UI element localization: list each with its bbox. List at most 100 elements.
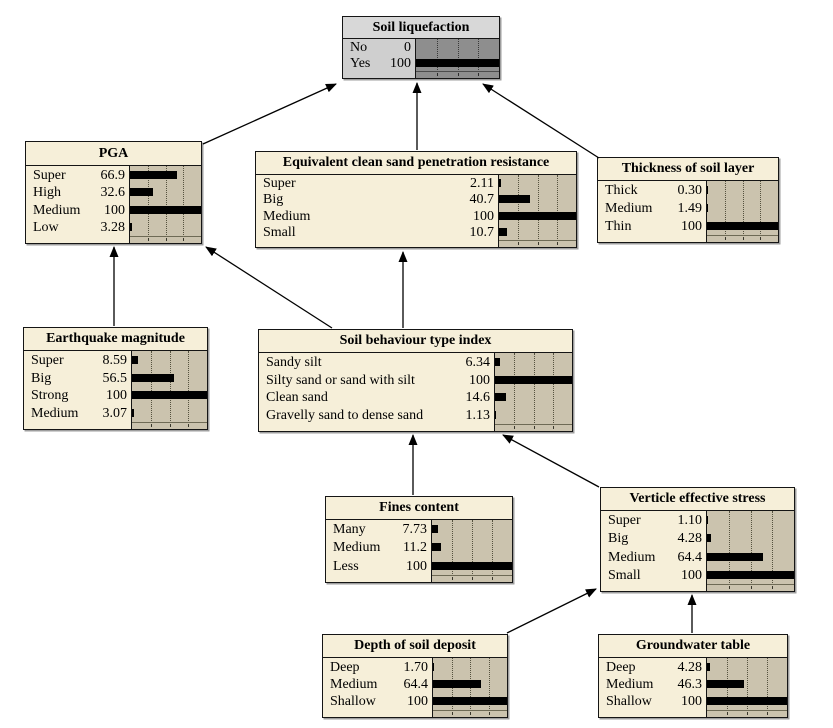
belief-bar — [416, 59, 499, 67]
belief-bar — [495, 393, 507, 402]
state-value: 7.73 — [402, 522, 428, 538]
state-value: 1.49 — [677, 201, 703, 216]
state-label: Medium — [333, 540, 381, 556]
scale-tick — [150, 424, 152, 427]
scale-tick — [147, 238, 149, 241]
node-equivalent-clean-sand-penetration-resistance[interactable]: Equivalent clean sand penetration resist… — [255, 151, 577, 248]
belief-bar — [433, 697, 507, 706]
state-value: 100 — [406, 558, 427, 574]
state-label: Thick — [605, 183, 638, 198]
state-label: Small — [263, 224, 296, 240]
bar-row — [132, 404, 207, 422]
state-value: 4.28 — [677, 531, 703, 547]
edge-pga-to-soil-liquefaction — [202, 83, 337, 145]
bar-row — [707, 511, 794, 529]
scale-tick — [556, 242, 558, 245]
state-row: Less 100 — [326, 558, 431, 576]
scale-tick — [488, 711, 490, 715]
state-value: 1.10 — [677, 513, 703, 529]
scale-strip — [707, 709, 787, 717]
bar-row — [495, 389, 572, 407]
bar-row — [707, 181, 778, 199]
state-label: Shallow — [606, 694, 652, 710]
state-value: 3.07 — [102, 406, 128, 422]
bar-row — [130, 184, 201, 202]
gridline — [147, 166, 149, 237]
bar-row — [707, 693, 787, 710]
state-value: 1.13 — [465, 408, 491, 424]
belief-bar-panel — [498, 175, 576, 247]
belief-bar — [495, 375, 572, 384]
scale-strip — [132, 422, 207, 429]
belief-bar — [707, 697, 787, 706]
gridline — [514, 353, 516, 425]
bar-row — [433, 658, 507, 675]
bar-row — [132, 369, 207, 387]
state-label: Super — [608, 513, 641, 529]
state-label: Clean sand — [266, 390, 328, 406]
state-value: 8.59 — [102, 352, 128, 368]
belief-bar — [707, 516, 708, 525]
gridline — [747, 658, 748, 711]
bar-row — [432, 538, 512, 556]
state-value: 100 — [469, 372, 490, 388]
scale-tick — [492, 576, 493, 580]
bar-row — [132, 387, 207, 405]
state-label: Medium — [33, 202, 81, 218]
gridline — [183, 166, 185, 237]
state-value: 100 — [104, 202, 125, 218]
bar-row — [707, 548, 794, 566]
state-label: Medium — [330, 676, 378, 692]
state-value: 10.7 — [469, 224, 495, 240]
belief-bar — [132, 355, 139, 364]
bar-row — [499, 191, 576, 207]
belief-bar — [707, 552, 764, 561]
gridline — [492, 520, 493, 576]
edge-thickness-to-soil-liquefaction — [482, 83, 600, 159]
scale-strip — [707, 584, 794, 591]
gridline — [457, 39, 459, 72]
state-value: 100 — [681, 694, 702, 710]
gridline — [767, 658, 768, 711]
belief-bar — [132, 391, 207, 400]
scale-strip — [432, 574, 512, 582]
state-value: 40.7 — [469, 192, 495, 208]
scale-tick — [472, 576, 473, 580]
scale-tick — [747, 711, 748, 715]
state-label: Less — [333, 558, 359, 574]
bar-row — [432, 557, 512, 575]
state-value: 100 — [681, 219, 702, 234]
belief-bar — [707, 570, 794, 579]
belief-bar-panel — [431, 520, 512, 582]
belief-bar — [499, 211, 576, 220]
scale-tick — [451, 711, 453, 715]
scale-tick — [478, 73, 480, 76]
gridline — [452, 520, 453, 576]
bar-row — [707, 658, 787, 675]
belief-bar — [707, 222, 778, 230]
belief-bar-panel — [494, 353, 572, 431]
scale-tick — [514, 426, 516, 429]
belief-bar — [495, 411, 496, 420]
